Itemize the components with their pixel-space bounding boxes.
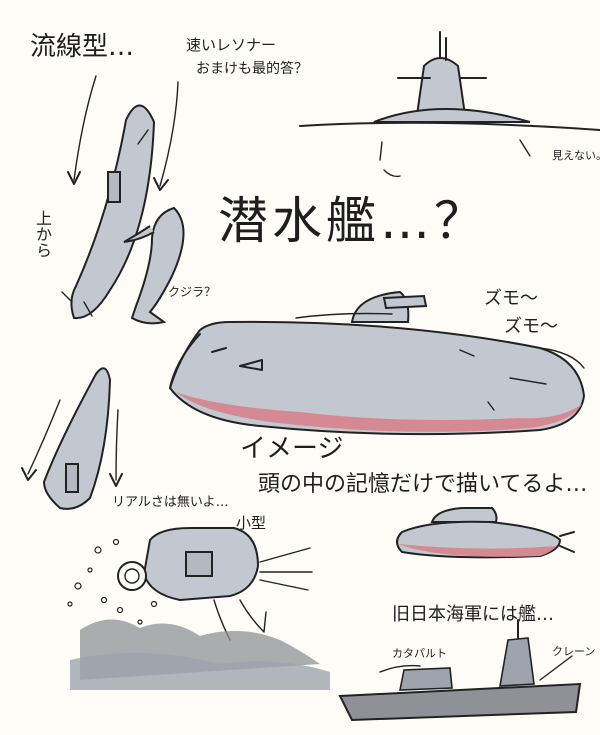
label-image: イメージ: [240, 434, 344, 464]
label-catapult: カタパルト: [392, 647, 447, 660]
label-speed-sonar-1: 速いレソナー: [186, 36, 277, 54]
label-from-above: 上から: [33, 210, 52, 258]
surfaced-submarine-sketch: [299, 31, 600, 178]
label-title: 潜水艦…？: [218, 192, 488, 250]
diver-vehicle-scene: [67, 527, 330, 690]
label-not-realistic: リアルさは無いよ…: [112, 495, 229, 510]
label-speed-sonar-2: おまけも最的答？: [196, 61, 308, 77]
label-zumo-1: ズモ〜: [484, 288, 538, 309]
label-old-navy: 旧日本海軍には艦…: [392, 604, 554, 625]
whale-sketch: [123, 206, 185, 325]
label-zumo-2: ズモ〜: [504, 316, 558, 337]
small-submarine: [396, 507, 575, 559]
warship-sketch: [338, 619, 582, 722]
label-streamlined: 流線型…: [30, 32, 135, 62]
label-not-visible: 見えない。: [552, 149, 600, 162]
streamlined-sub-topview: [61, 75, 179, 320]
label-memory: 頭の中の記憶だけで描いてるよ…: [258, 472, 588, 497]
sub-topview-2: [21, 367, 123, 510]
label-whale: クジラ？: [168, 285, 217, 299]
big-submarine: [168, 290, 586, 436]
label-small: 小型: [236, 514, 267, 532]
label-crane: クレーン: [552, 645, 596, 658]
